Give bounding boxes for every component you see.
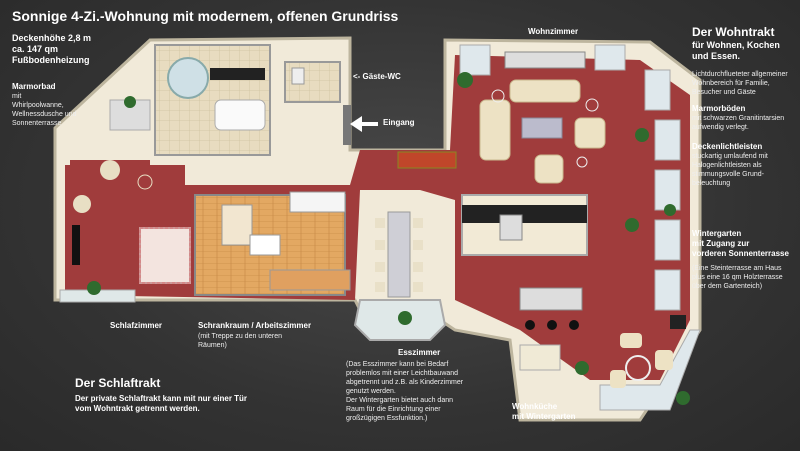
winter-garden-seating — [519, 315, 686, 388]
entrance-arrow — [350, 116, 378, 132]
page-title: Sonnige 4-Zi.-Wohnung mit modernem, offe… — [12, 8, 399, 24]
schrankraum-note: (mit Treppe zu den unteren Räumen) — [198, 333, 283, 349]
bath-title: Marmorbad — [12, 82, 56, 91]
entrance-label: Eingang — [383, 118, 415, 127]
schlaftrakt-title: Der Schlaftrakt — [75, 376, 161, 390]
schrankraum-label: Schrankraum / Arbeitszimmer — [198, 321, 312, 330]
wohntrakt-intro: Lichtdurchflueteter allgemeiner Wohnbere… — [692, 71, 788, 96]
marmor-text: mit schwarzen Granitintarsien aufwendig … — [692, 115, 785, 131]
study-room — [194, 191, 351, 296]
guest-wc-label: <- Gäste-WC — [353, 72, 401, 81]
decke-text: stuckartig umlaufend mit Halogenlichtlei… — [692, 153, 768, 187]
apartment-specs: Deckenhöhe 2,8 m ca. 147 qm Fußbodenheiz… — [12, 33, 92, 65]
wohntrakt-subtitle: für Wohnen, Kochen und Essen. — [692, 40, 780, 61]
schlaftrakt-text: Der private Schlaftrakt kann mit nur ein… — [75, 394, 248, 413]
entrance-door — [343, 105, 351, 145]
wohnzimmer-label: Wohnzimmer — [528, 27, 579, 36]
wohnkueche-label: Wohnküche mit Wintergarten — [512, 402, 576, 421]
guest-wc — [284, 61, 341, 103]
marmor-title: Marmorböden — [692, 104, 746, 113]
decke-title: Deckenlichtleisten — [692, 142, 763, 151]
living-room — [479, 51, 606, 184]
schlafzimmer-label: Schlafzimmer — [110, 321, 163, 330]
bathroom — [154, 44, 271, 156]
esszimmer-note: (Das Esszimmer kann bei Bedarf problemlo… — [346, 361, 464, 422]
bath-text: mit Whirlpoolwanne, Wellnessdusche und S… — [12, 93, 77, 127]
esszimmer-label: Esszimmer — [398, 348, 441, 357]
kitchen — [461, 194, 588, 330]
wintergarten-text: (Eine Steinterrasse am Haus plus eine 16… — [692, 265, 783, 290]
wohntrakt-title: Der Wohntrakt — [692, 25, 775, 39]
plants — [87, 72, 690, 405]
bedroom — [65, 160, 191, 295]
wintergarten-title: Wintergarten mit Zugang zur vorderen Son… — [692, 229, 789, 258]
